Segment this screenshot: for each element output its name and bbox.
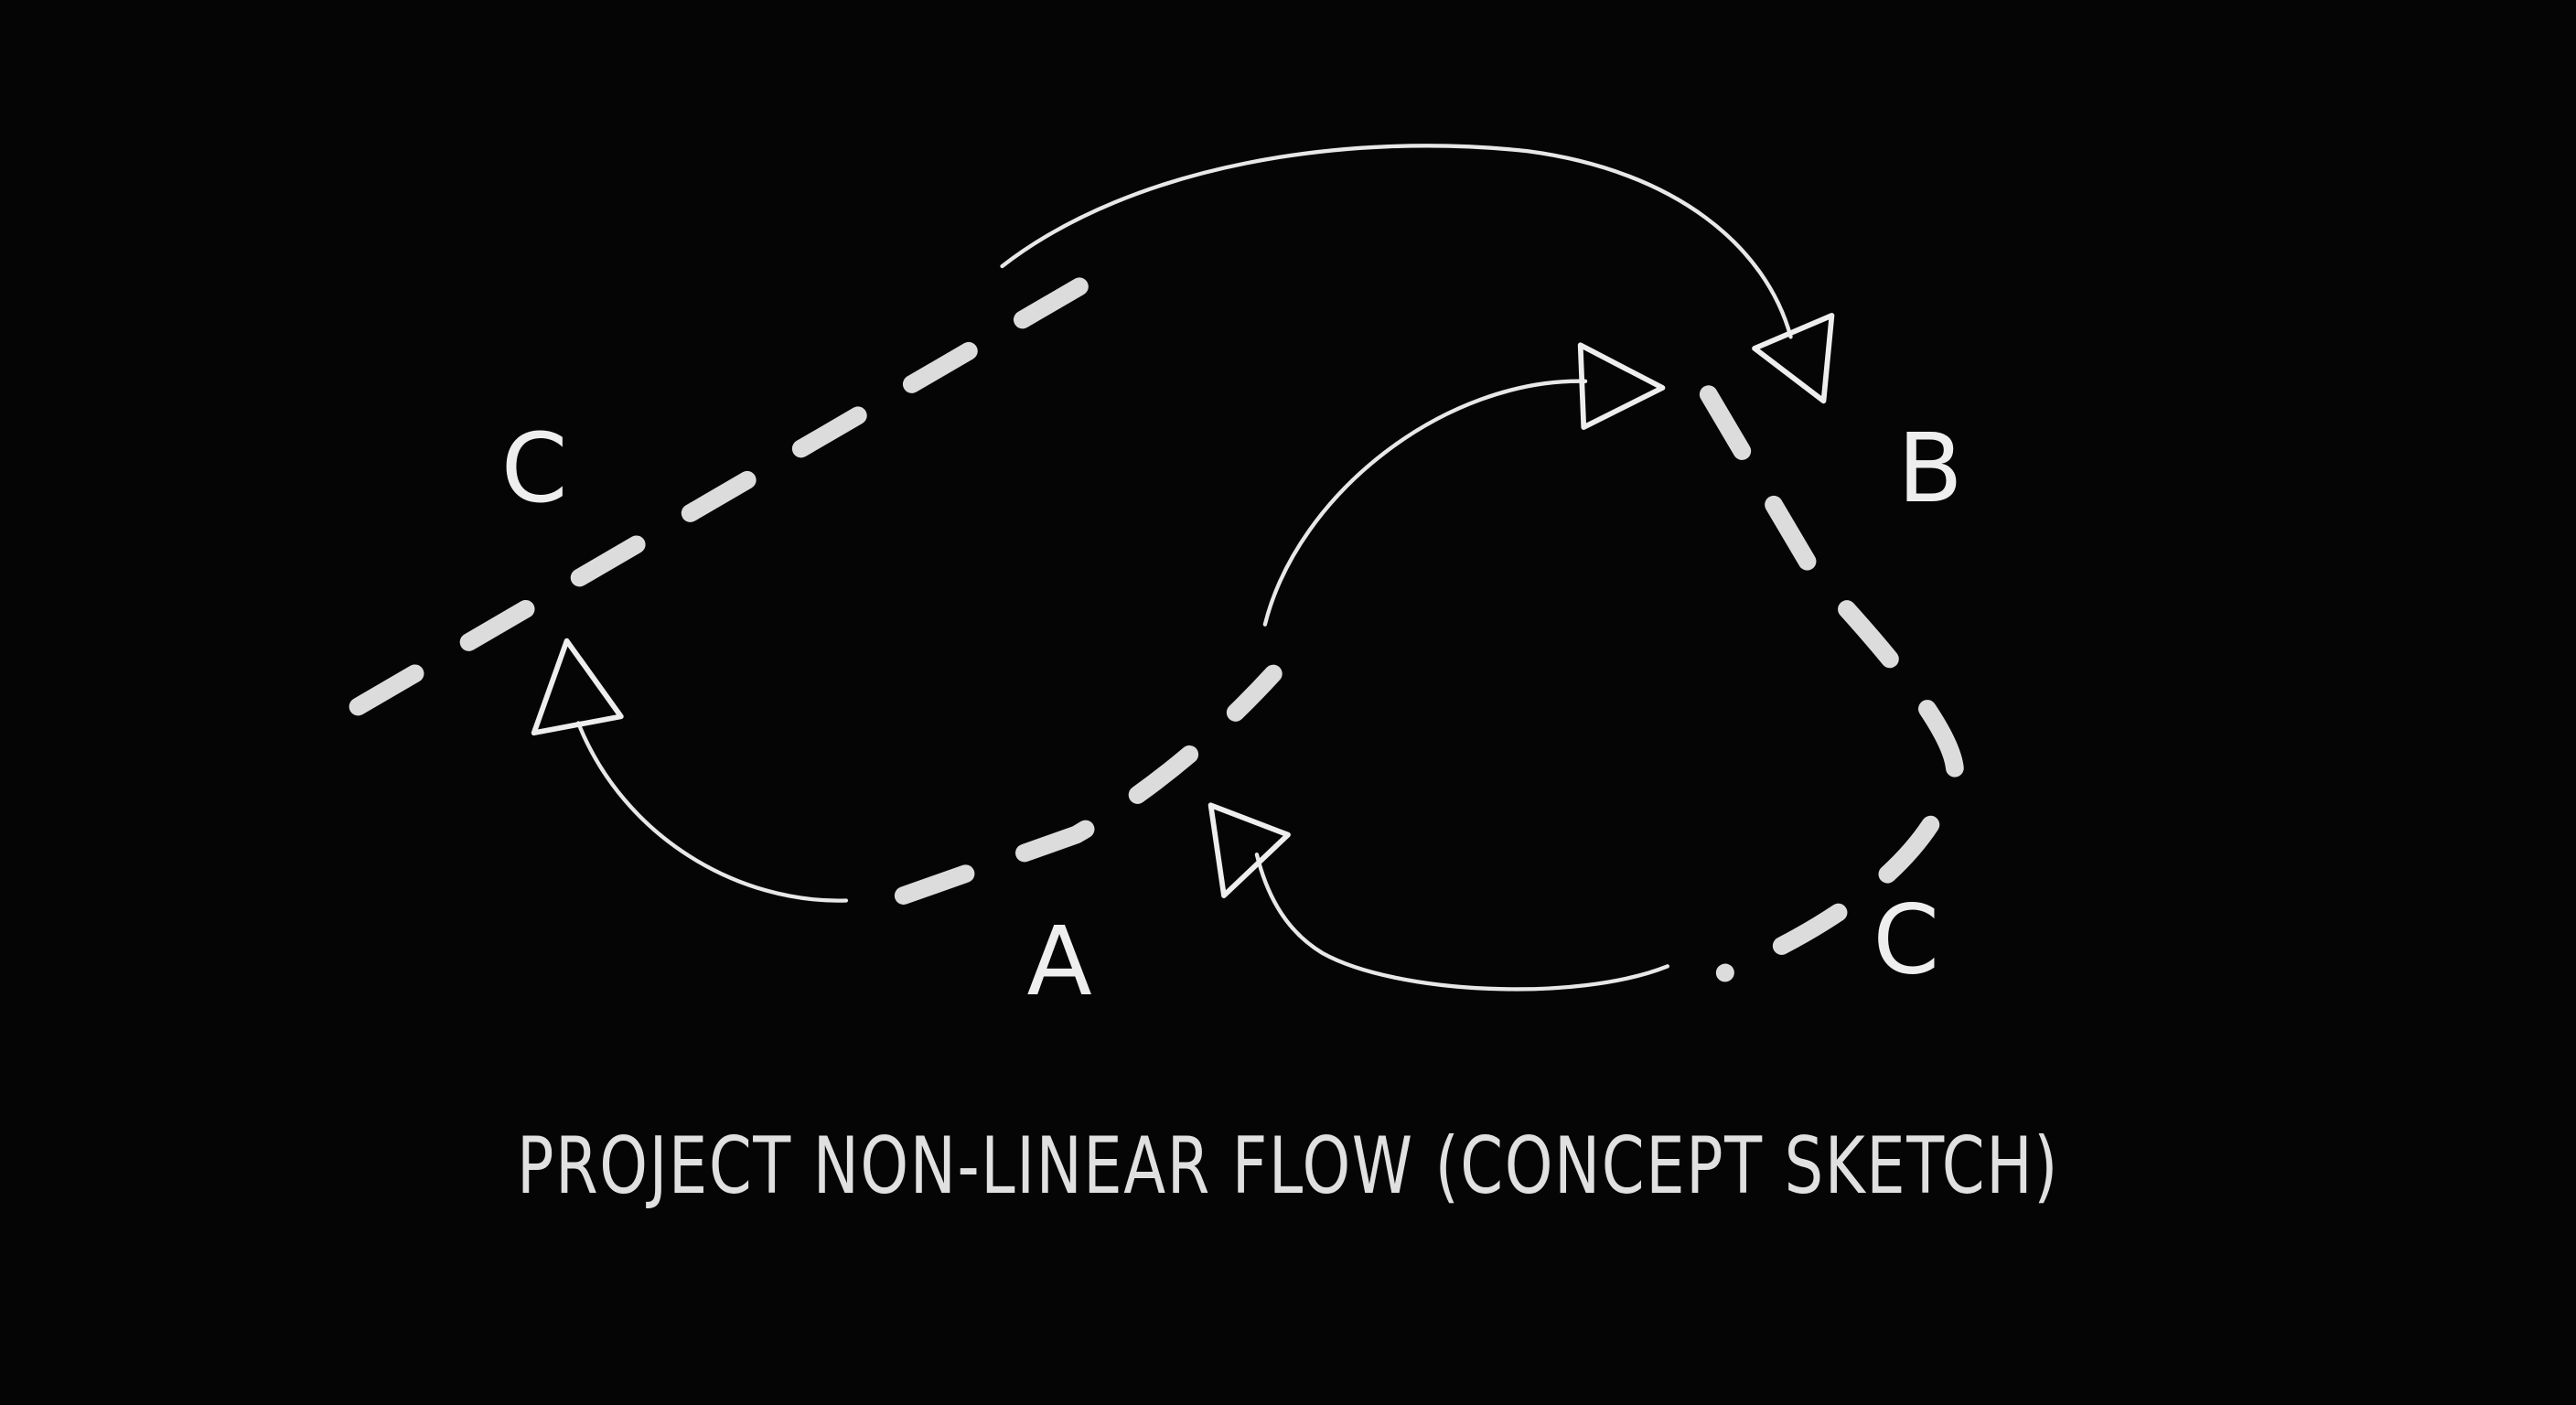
arc-a-to-c [576, 721, 849, 903]
node-label-b: B [1897, 413, 1962, 524]
dashed-path-c-top [349, 266, 1107, 716]
dashed-path-b-c [1699, 385, 1965, 982]
arrowhead-down-icon [1752, 313, 1835, 404]
arc-c-to-a [1254, 853, 1670, 992]
node-label-c-left: C [501, 413, 568, 524]
node-label-a: A [1026, 906, 1091, 1017]
arrowhead-right-icon [1577, 342, 1666, 430]
arc-top-to-b [1000, 144, 1793, 339]
diagram-caption: PROJECT NON-LINEAR FLOW (CONCEPT SKETCH) [517, 1121, 2059, 1212]
dashed-path-a [894, 664, 1283, 905]
arrowhead-upleft-icon [1208, 802, 1291, 898]
node-label-c-right: C [1873, 885, 1939, 996]
arc-a-to-b [1262, 379, 1588, 627]
arrowhead-up-icon [531, 638, 624, 736]
